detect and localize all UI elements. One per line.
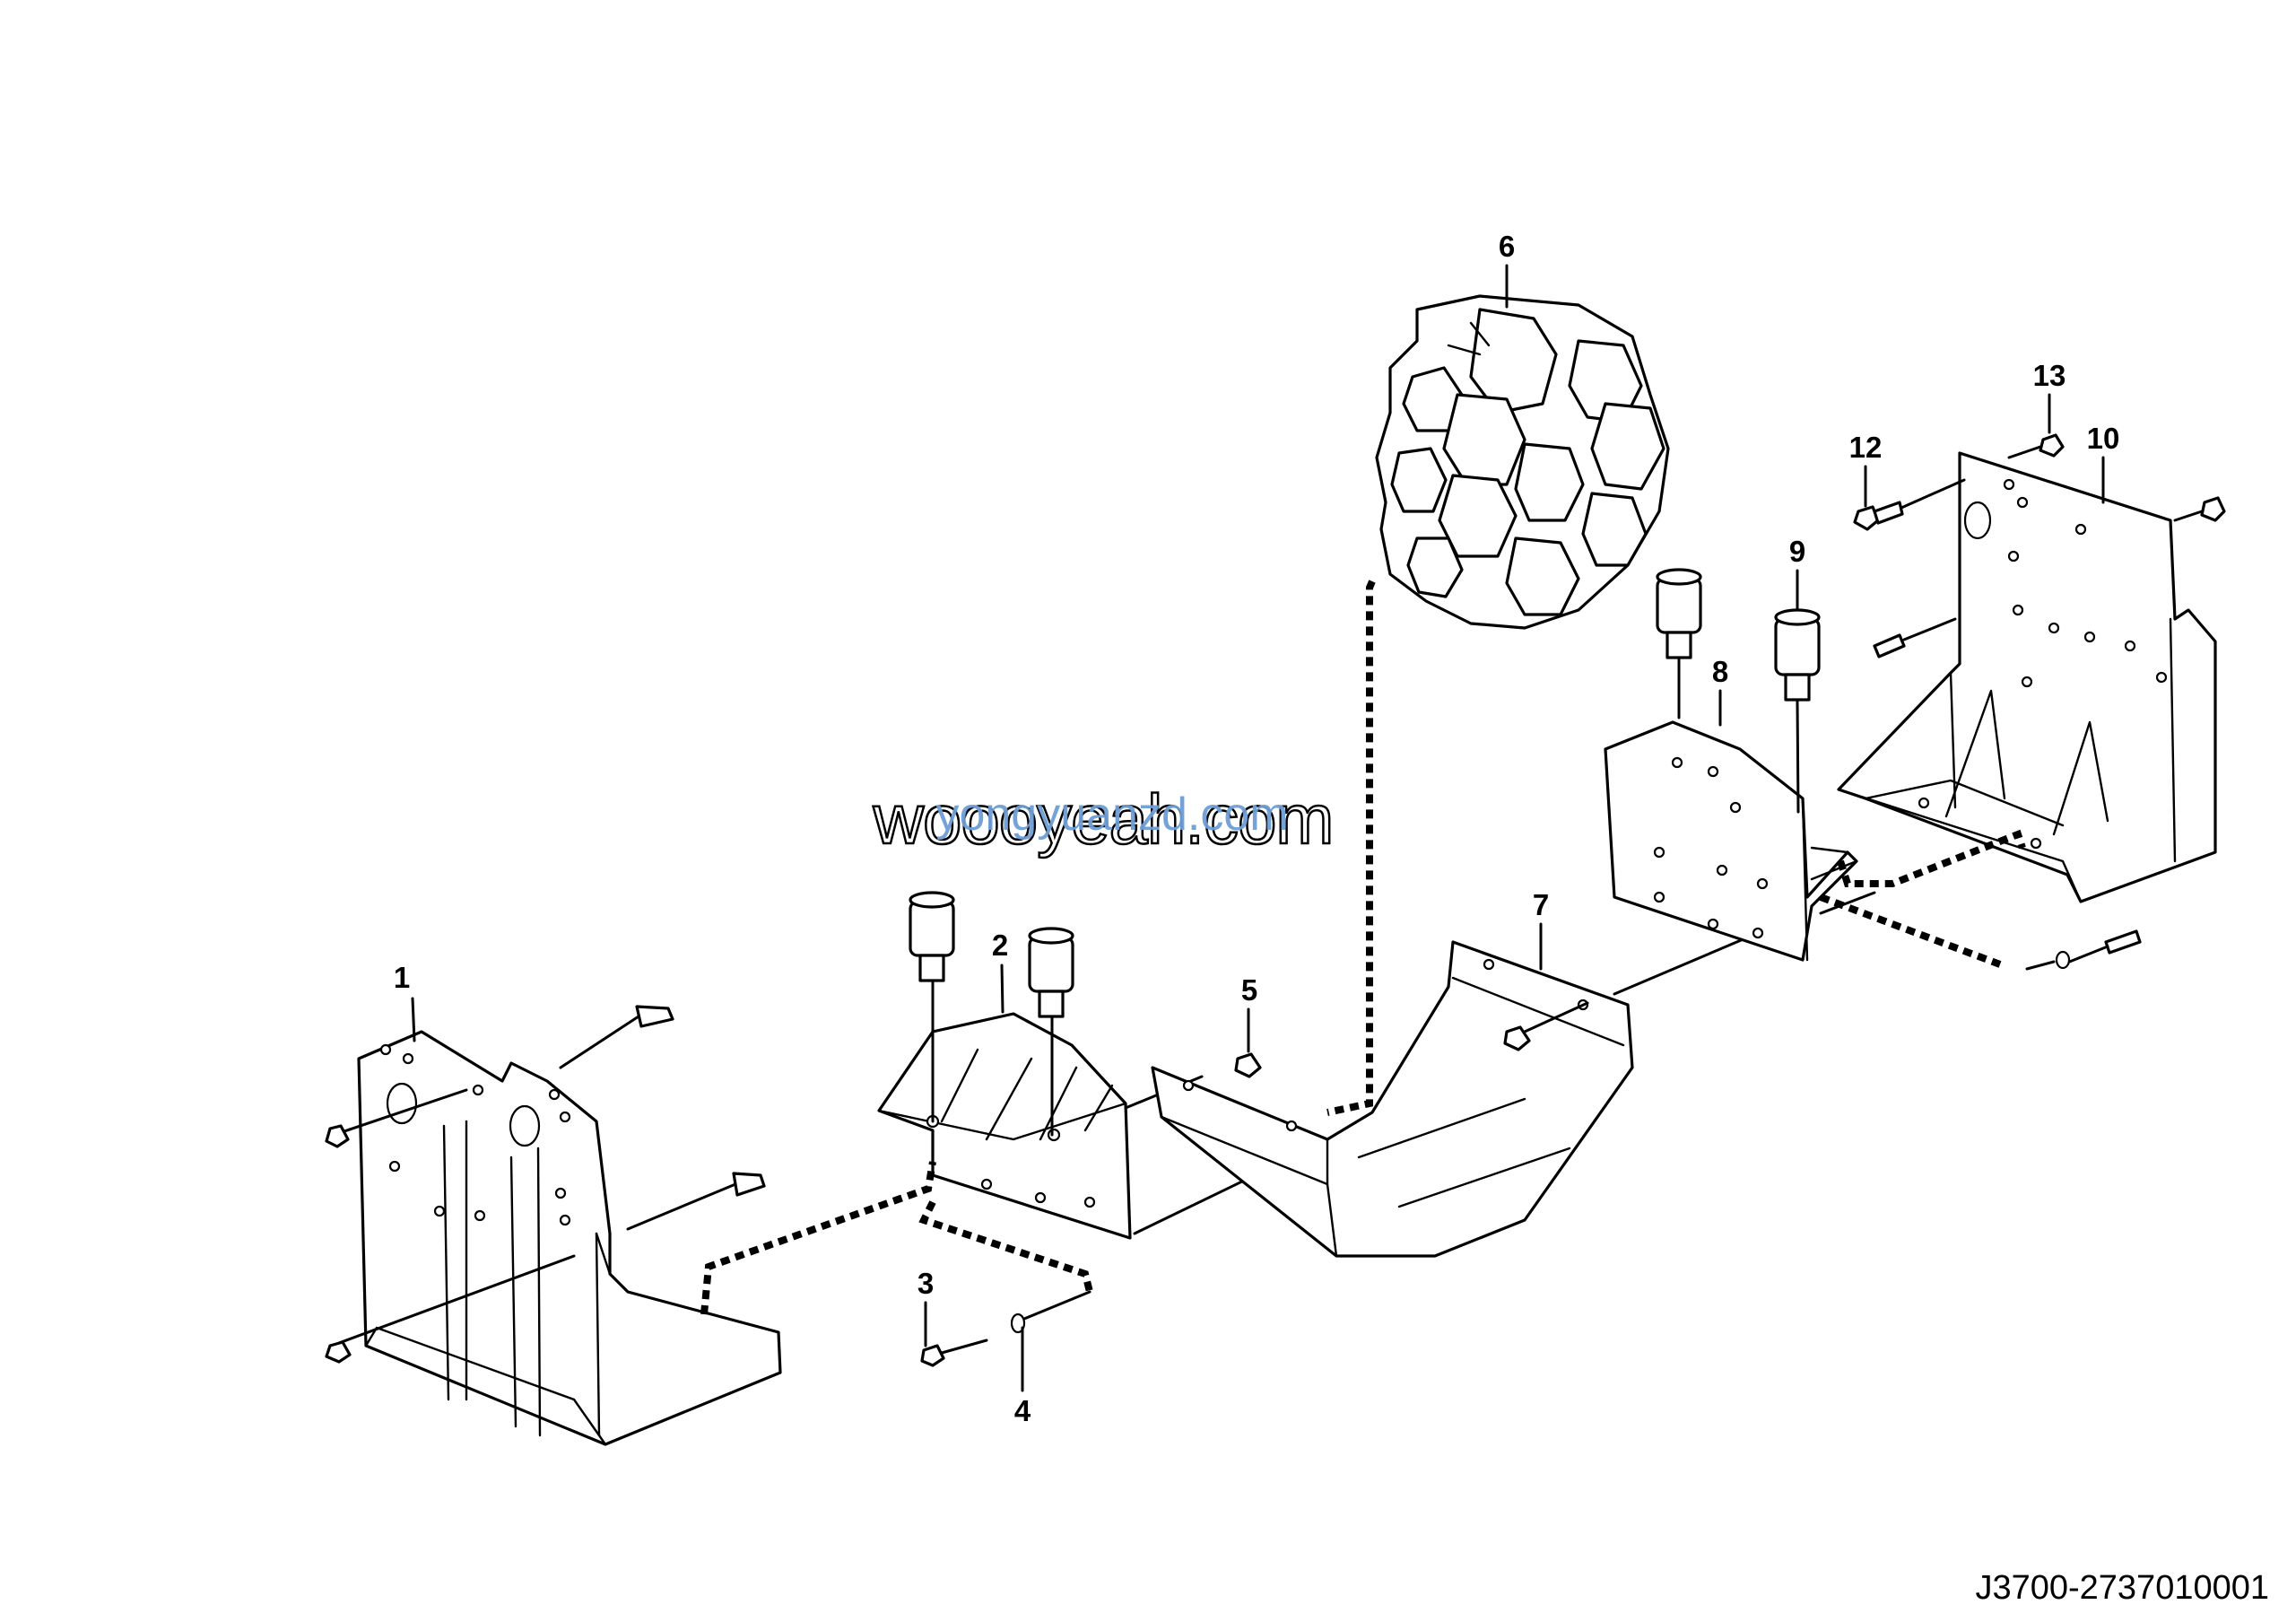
part-7-skid-plate (1151, 922, 1760, 1258)
watermark-secondary: yongyuanzd.com (935, 789, 1288, 841)
callout-8: 8 (1712, 655, 1728, 688)
part-1-left-bracket (325, 1005, 782, 1446)
drawing-number: J3700-2737010001 (1975, 1569, 2269, 1607)
part-6-cooling-unit (1326, 264, 1670, 1116)
callout-10: 10 (2087, 422, 2120, 455)
watermark-primary: woooyeah.com (873, 780, 1334, 859)
callout-3: 3 (918, 1267, 934, 1300)
part-3-bolt (920, 1301, 988, 1367)
callout-7: 7 (1533, 888, 1549, 921)
callout-labels: 1 2 3 4 5 6 7 8 9 10 12 13 (394, 230, 2120, 1427)
callout-6: 6 (1499, 230, 1515, 263)
part-13-nut (2007, 393, 2065, 459)
callout-1: 1 (394, 961, 410, 994)
part-10-right-upper-bracket (1819, 451, 2226, 971)
callout-13: 13 (2033, 359, 2066, 392)
callout-2: 2 (992, 929, 1008, 962)
part-12-bolt (1853, 465, 1966, 531)
isolator-mount (1028, 927, 1074, 1137)
callout-12: 12 (1849, 431, 1883, 464)
part-8-right-bracket (1604, 568, 1876, 962)
isolator-mount (1656, 568, 1702, 719)
callout-5: 5 (1241, 973, 1257, 1007)
callout-9: 9 (1789, 535, 1805, 568)
isolator-mount (909, 891, 955, 1123)
assembly-path-1-2 (700, 1161, 936, 1315)
part-2-center-bracket (877, 891, 1275, 1240)
callout-4: 4 (1014, 1394, 1031, 1427)
part-4-washer (1010, 1290, 1091, 1392)
part-9-isolator (1774, 569, 1821, 814)
assembly-path-2-4 (918, 1200, 1093, 1293)
part-5-nut (1234, 1007, 1262, 1078)
